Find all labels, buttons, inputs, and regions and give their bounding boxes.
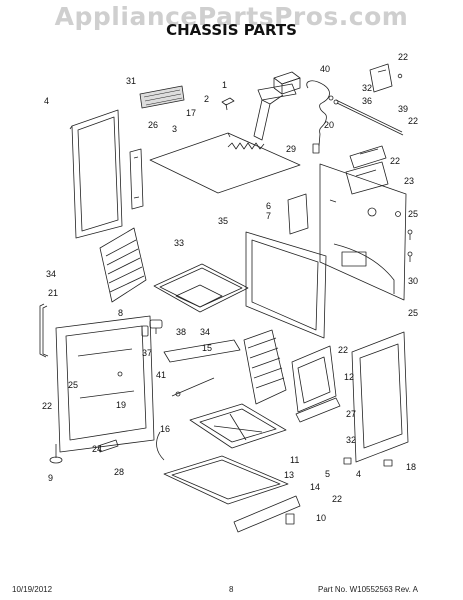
part-27-strip xyxy=(295,397,341,423)
part-36-rod xyxy=(333,99,404,136)
footer-page-number: 8 xyxy=(229,585,234,594)
part-23-bracket xyxy=(345,161,389,195)
callout-c22d: 22 xyxy=(338,345,348,355)
footer-date: 10/19/2012 xyxy=(12,585,53,594)
part-12-panel xyxy=(291,345,337,413)
callout-c37: 37 xyxy=(142,348,152,358)
callout-c23: 23 xyxy=(404,176,414,186)
callout-c34b: 34 xyxy=(200,327,210,337)
callout-c34a: 34 xyxy=(46,269,56,279)
part-33-oven-bottom xyxy=(153,263,249,313)
callout-c3: 3 xyxy=(172,124,177,134)
callout-c10: 10 xyxy=(316,513,326,523)
callout-c12: 12 xyxy=(344,372,354,382)
part-39-bracket xyxy=(369,63,403,93)
part-8-front-frame xyxy=(55,315,155,453)
part-34-left-rack-side xyxy=(99,227,147,303)
page-title: CHASSIS PARTS xyxy=(166,21,297,39)
callout-c29: 29 xyxy=(286,144,296,154)
callout-c22b: 22 xyxy=(408,116,418,126)
part-1-bracket xyxy=(253,83,297,141)
part-19-screw xyxy=(117,371,123,377)
part-4-left-side-panel xyxy=(69,109,123,239)
part-29-wire-harness xyxy=(306,80,334,154)
callout-c36: 36 xyxy=(362,96,372,106)
callout-c22c: 22 xyxy=(390,156,400,166)
callout-c7: 7 xyxy=(266,211,271,221)
callout-c27: 27 xyxy=(346,409,356,419)
part-14-slide xyxy=(233,495,301,533)
callout-c30: 30 xyxy=(408,276,418,286)
part-6-cover xyxy=(287,193,309,235)
callout-c5: 5 xyxy=(325,469,330,479)
callout-c9: 9 xyxy=(48,473,53,483)
part-11-drawer-pan xyxy=(189,403,287,449)
part-21-gasket xyxy=(39,303,49,358)
part-17-spring xyxy=(227,142,265,150)
callout-c16: 16 xyxy=(160,424,170,434)
callout-c33: 33 xyxy=(174,238,184,248)
part-2-clip xyxy=(221,97,235,111)
part-20-rear-panel xyxy=(319,163,407,301)
callout-c21: 21 xyxy=(48,288,58,298)
part-31-label xyxy=(139,85,185,109)
part-18-clip xyxy=(383,459,393,467)
callout-c18: 18 xyxy=(406,462,416,472)
callout-c38: 38 xyxy=(176,327,186,337)
part-10-foot xyxy=(285,513,295,525)
callout-c25c: 25 xyxy=(68,380,78,390)
callout-c26: 26 xyxy=(148,120,158,130)
part-3-top-panel xyxy=(149,132,301,194)
part-34-right-rack-side xyxy=(243,329,287,405)
callout-c4b: 4 xyxy=(356,469,361,479)
part-4-right-side-panel xyxy=(351,331,409,463)
callout-c39: 39 xyxy=(398,104,408,114)
callout-c13: 13 xyxy=(284,470,294,480)
callout-c22f: 22 xyxy=(332,494,342,504)
part-7-oven-frame xyxy=(245,231,327,339)
part-5-clip xyxy=(343,457,352,465)
callout-c17: 17 xyxy=(186,108,196,118)
callout-c25b: 25 xyxy=(408,308,418,318)
callout-c2: 2 xyxy=(204,94,209,104)
callout-c32b: 32 xyxy=(346,435,356,445)
callout-c28: 28 xyxy=(114,467,124,477)
callout-c4a: 4 xyxy=(44,96,49,106)
part-13-lower-tray xyxy=(163,455,289,505)
callout-c24: 24 xyxy=(92,444,102,454)
part-28-bracket xyxy=(97,439,119,453)
footer-part-number: Part No. W10552563 Rev. A xyxy=(318,585,418,594)
callout-c41: 41 xyxy=(156,370,166,380)
part-30-screw xyxy=(407,251,413,262)
part-38-knob xyxy=(149,319,163,334)
callout-c22e: 22 xyxy=(42,401,52,411)
part-40-switch xyxy=(273,71,301,95)
callout-c8: 8 xyxy=(118,308,123,318)
callout-c25a: 25 xyxy=(408,209,418,219)
part-16-wire xyxy=(156,431,165,461)
callout-c11: 11 xyxy=(290,455,299,465)
callout-c22a: 22 xyxy=(398,52,408,62)
callout-c19: 19 xyxy=(116,400,126,410)
part-25-screw-right xyxy=(407,229,413,240)
part-37-stem xyxy=(141,325,149,337)
callout-c14: 14 xyxy=(310,482,320,492)
callout-c31: 31 xyxy=(126,76,136,86)
callout-c40: 40 xyxy=(320,64,330,74)
part-9-leveling-leg xyxy=(49,444,63,464)
callout-c15: 15 xyxy=(202,343,212,353)
part-26-bracket xyxy=(129,148,144,210)
callout-c1: 1 xyxy=(222,80,227,90)
callout-c32a: 32 xyxy=(362,83,372,93)
part-41-rod xyxy=(171,377,215,397)
watermark: AppliancePartsPros.com xyxy=(54,2,409,31)
part-15-valance xyxy=(163,339,241,363)
callout-c20: 20 xyxy=(324,120,334,130)
part-22-bracket-upper xyxy=(349,145,387,169)
callout-c35: 35 xyxy=(218,216,228,226)
callout-c6: 6 xyxy=(266,201,271,211)
